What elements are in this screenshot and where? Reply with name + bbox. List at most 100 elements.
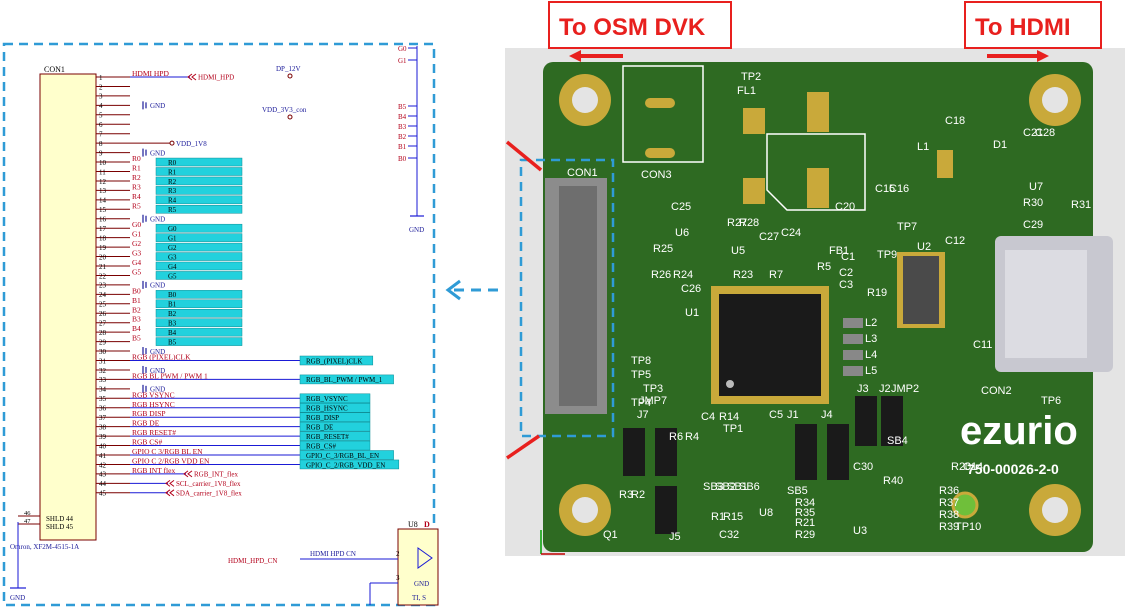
ref-designator: R2 <box>631 489 645 501</box>
pin-number: 43 <box>99 471 107 479</box>
ref-designator: C16 <box>889 183 909 195</box>
brand-logo: ezurio <box>960 409 1078 453</box>
bus-label: B3 <box>168 320 177 328</box>
ref-designator: J2 <box>879 383 891 395</box>
con2-inner <box>1005 250 1087 358</box>
jumper-j4 <box>827 424 849 480</box>
pin-net: R4 <box>132 192 141 201</box>
hdmi-callout-box <box>964 1 1102 49</box>
ref-designator: SB3 <box>703 481 724 493</box>
bus-label: G4 <box>168 263 177 271</box>
ref-designator: L1 <box>917 141 929 153</box>
u8-buffer-symbol <box>417 547 433 569</box>
port-label: RGB_VSYNC <box>306 395 348 403</box>
pin-number: 11 <box>99 168 106 176</box>
pin-number: 9 <box>99 149 103 157</box>
ref-designator: C27 <box>759 231 779 243</box>
port-label: RGB_RESET# <box>306 433 349 441</box>
l5 <box>843 366 863 376</box>
bus-label: R1 <box>168 168 177 176</box>
power-dp12v: DP_12V <box>276 65 301 73</box>
pin-number: 23 <box>99 282 107 290</box>
ref-designator: JMP7 <box>639 395 667 407</box>
bus-label-box <box>155 327 243 337</box>
ref-designator: TP7 <box>897 221 917 233</box>
ref-designator: C1 <box>841 251 855 263</box>
link-arrow-head <box>445 279 461 301</box>
ref-designator: TP3 <box>643 383 663 395</box>
pin-net: R3 <box>132 182 141 191</box>
ref-designator: R21 <box>795 517 815 529</box>
pin-number: 16 <box>99 216 107 224</box>
jumper-jmp2 <box>881 396 903 446</box>
ref-designator: R25 <box>653 243 673 255</box>
port-label-box <box>299 412 371 422</box>
bus-label-box <box>155 299 243 309</box>
u8-pin3: 3 <box>396 574 400 582</box>
right-edge-label: B3 <box>398 123 407 131</box>
port-label-box <box>299 393 371 404</box>
ref-designator: R14 <box>719 411 739 423</box>
ref-designator: R30 <box>1023 197 1043 209</box>
ref-designator: TP9 <box>877 249 897 261</box>
pin-net: R0 <box>132 154 141 163</box>
gnd-label: GND <box>150 348 165 356</box>
pin-number: 34 <box>99 386 107 394</box>
ref-designator: J1 <box>787 409 799 421</box>
pin-number: 38 <box>99 423 107 431</box>
right-edge-label: B2 <box>398 133 407 141</box>
jumper-j3 <box>855 396 877 446</box>
ref-designator: C15 <box>875 183 895 195</box>
pin-net: G1 <box>132 230 141 239</box>
pin-number: 15 <box>99 206 107 214</box>
ref-designator: C24 <box>781 227 801 239</box>
pin-number: 35 <box>99 395 107 403</box>
connector-pin: 5 <box>96 112 130 120</box>
pin-net: R5 <box>132 201 141 210</box>
gnd-label: GND <box>150 216 165 224</box>
u8-gnd: GND <box>414 580 429 588</box>
ref-designator: C18 <box>945 115 965 127</box>
ref-designator: J5 <box>669 531 681 543</box>
gnd-label: GND <box>150 149 165 157</box>
hole-tr-inner <box>1042 87 1068 113</box>
ref-designator: R19 <box>867 287 887 299</box>
pin-number: 12 <box>99 178 107 186</box>
right-edge-label: B4 <box>398 113 407 121</box>
ref-designator: L3 <box>865 333 877 345</box>
bus-label-box <box>155 223 243 233</box>
right-edge-label: G1 <box>398 57 407 65</box>
bus-label: G0 <box>168 225 177 233</box>
pin-number: 2 <box>99 83 103 91</box>
bus-label-box <box>155 318 243 327</box>
u1-pin1-dot <box>726 380 734 388</box>
u8-ti: TI, S <box>412 594 426 602</box>
ref-designator: R28 <box>739 217 759 229</box>
bus-label-box <box>155 252 243 261</box>
pin-first-arrow <box>505 140 543 172</box>
port-label: RGB_(PIXEL)CLK <box>306 357 362 365</box>
ref-designator: R6 <box>669 431 683 443</box>
shield-pin-name: SHLD 44 <box>46 515 74 523</box>
ref-designator: TP10 <box>955 521 981 533</box>
ref-designator: R40 <box>883 475 903 487</box>
port-label-box <box>299 450 394 460</box>
bus-label: B4 <box>168 329 177 337</box>
pin-net: R1 <box>132 164 141 173</box>
ref-designator: C29 <box>1023 219 1043 231</box>
pin-net: RGB VSYNC <box>132 390 175 399</box>
pin-last-arrow <box>506 434 540 460</box>
